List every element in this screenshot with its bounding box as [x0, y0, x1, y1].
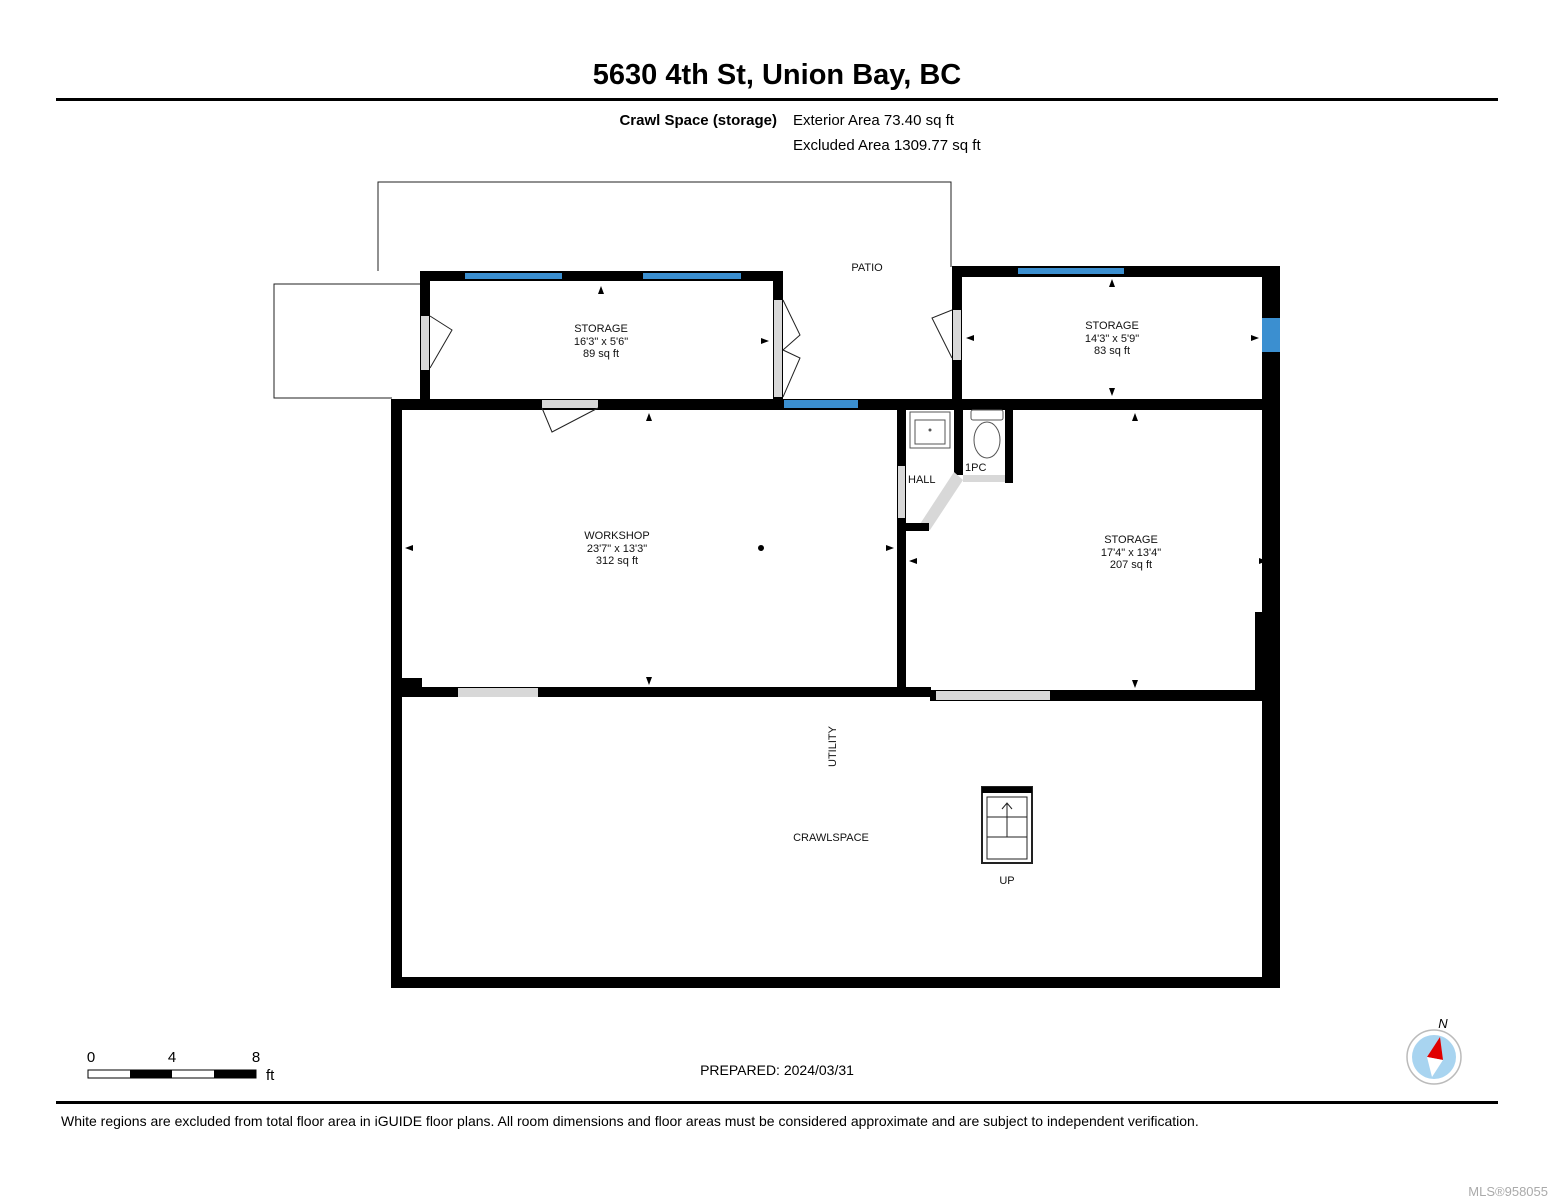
- room-label-utility: UTILITY: [827, 725, 839, 767]
- sink-icon: [909, 411, 951, 449]
- excluded-area: Excluded Area 1309.77 sq ft: [793, 137, 981, 154]
- room-name: STORAGE: [1104, 534, 1158, 546]
- mls-watermark: MLS®958055: [1468, 1184, 1548, 1199]
- level-name: Crawl Space (storage): [619, 112, 777, 129]
- disclaimer: White regions are excluded from total fl…: [61, 1113, 1199, 1129]
- room-label-bath: 1PC: [965, 462, 986, 474]
- dimension-arrows: [405, 279, 1267, 688]
- patio-outline-left: [273, 283, 420, 399]
- patio-outline-top: [377, 181, 952, 271]
- room-dims: 23'7" x 13'3": [587, 543, 647, 555]
- post-marker: [758, 545, 764, 551]
- room-name: STORAGE: [1085, 320, 1139, 332]
- scale-bar: 0 4 8 ft: [87, 1049, 275, 1084]
- room-name: WORKSHOP: [584, 530, 649, 542]
- compass-icon: N: [1406, 1016, 1462, 1085]
- svg-text:0: 0: [87, 1049, 95, 1066]
- storage-left-walls: [420, 271, 801, 401]
- svg-text:8: 8: [252, 1049, 260, 1066]
- header-rule: [56, 98, 1498, 101]
- room-label-patio: PATIO: [851, 262, 883, 274]
- room-label-crawlspace: CRAWLSPACE: [793, 832, 869, 844]
- storage-right-top-walls: [931, 266, 1280, 988]
- room-dims: 16'3" x 5'6": [574, 336, 628, 348]
- page-title: 5630 4th St, Union Bay, BC: [593, 59, 962, 91]
- room-area: 89 sq ft: [583, 348, 619, 360]
- room-area: 207 sq ft: [1110, 559, 1152, 571]
- room-area: 83 sq ft: [1094, 345, 1130, 357]
- svg-text:4: 4: [168, 1049, 176, 1066]
- footer-rule: [56, 1101, 1498, 1104]
- room-dims: 14'3" x 5'9": [1085, 333, 1139, 345]
- room-area: 312 sq ft: [596, 555, 638, 567]
- toilet-icon: [970, 409, 1004, 459]
- room-dims: 17'4" x 13'4": [1101, 547, 1161, 559]
- stairs-label: UP: [999, 875, 1014, 887]
- prepared-date: PREPARED: 2024/03/31: [700, 1062, 854, 1078]
- room-name: STORAGE: [574, 323, 628, 335]
- svg-text:ft: ft: [266, 1067, 275, 1084]
- main-walls: [391, 399, 1280, 988]
- stairs-icon: [981, 786, 1033, 864]
- room-label-hall: HALL: [908, 474, 936, 486]
- svg-text:N: N: [1438, 1016, 1448, 1031]
- exterior-area: Exterior Area 73.40 sq ft: [793, 112, 955, 129]
